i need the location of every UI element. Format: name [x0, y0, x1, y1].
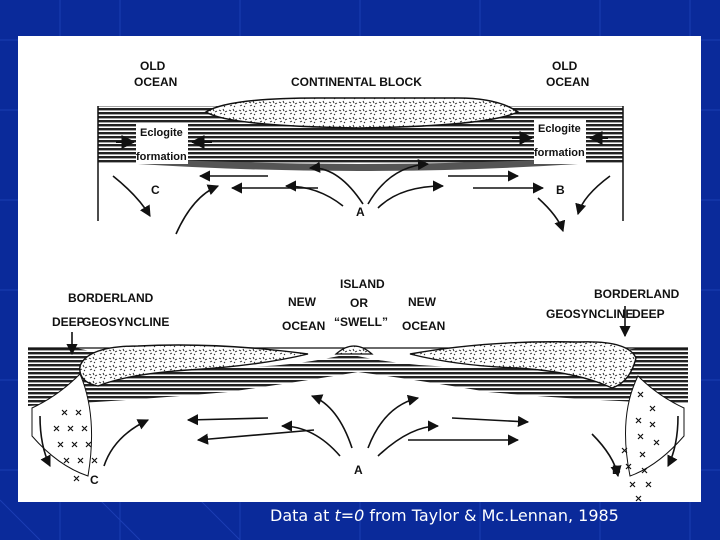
deep-left-label: DEEP	[52, 315, 85, 329]
old-ocean-left-line1: OLD	[140, 59, 166, 73]
caption-math: t=0	[334, 506, 365, 525]
new-ocean-left-line1: NEW	[288, 295, 317, 309]
island-swell-line3: “SWELL”	[334, 315, 388, 329]
new-ocean-right-line1: NEW	[408, 295, 437, 309]
figure-panel: OLD OCEAN OLD OCEAN CONTINENTAL BLOCK Ec…	[18, 36, 701, 502]
top-label-b: B	[556, 183, 565, 197]
island-swell-line2: OR	[350, 296, 368, 310]
continental-fragment-right	[409, 341, 637, 389]
old-ocean-right-line1: OLD	[552, 59, 578, 73]
top-label-c: C	[151, 183, 160, 197]
eclogite-right-line2: formation	[534, 147, 585, 159]
top-panel: OLD OCEAN OLD OCEAN CONTINENTAL BLOCK Ec…	[97, 59, 624, 235]
continental-block-shape	[204, 97, 520, 129]
new-ocean-crust	[28, 348, 688, 406]
old-ocean-right-line2: OCEAN	[546, 75, 589, 89]
caption-prefix: Data at	[270, 506, 335, 525]
eclogite-right-line1: Eclogite	[538, 123, 581, 135]
convection-arrows-top	[112, 158, 611, 235]
bottom-panel: BORDERLAND DEEP GEOSYNCLINE BORDERLAND G…	[28, 277, 688, 502]
borderland-right-label: BORDERLAND	[594, 287, 680, 301]
deep-right-label: DEEP	[632, 307, 665, 321]
eclogite-left-line2: formation	[136, 151, 187, 163]
caption-suffix: from Taylor & Mc.Lennan, 1985	[364, 506, 619, 525]
convection-arrows-bottom	[39, 394, 679, 478]
new-ocean-left-line2: OCEAN	[282, 319, 325, 333]
geosyncline-right-label: GEOSYNCLINE	[546, 307, 633, 321]
continental-block-label: CONTINENTAL BLOCK	[291, 75, 422, 89]
eclogite-left-line1: Eclogite	[140, 127, 183, 139]
continental-fragment-left	[79, 344, 309, 387]
bottom-label-c: C	[90, 473, 99, 487]
new-ocean-right-line2: OCEAN	[402, 319, 445, 333]
borderland-left-label: BORDERLAND	[68, 291, 154, 305]
subduction-x-marks	[53, 391, 660, 502]
island-swell-line1: ISLAND	[340, 277, 385, 291]
bottom-label-b: B	[612, 463, 621, 477]
top-label-a: A	[356, 205, 365, 219]
island-swell-shape	[334, 345, 374, 355]
tectonic-diagram: OLD OCEAN OLD OCEAN CONTINENTAL BLOCK Ec…	[28, 59, 688, 502]
old-ocean-left-line2: OCEAN	[134, 75, 177, 89]
source-caption: Data at t=0 from Taylor & Mc.Lennan, 198…	[270, 506, 710, 525]
geosyncline-left-label: GEOSYNCLINE	[82, 315, 169, 329]
bottom-label-a: A	[354, 463, 363, 477]
